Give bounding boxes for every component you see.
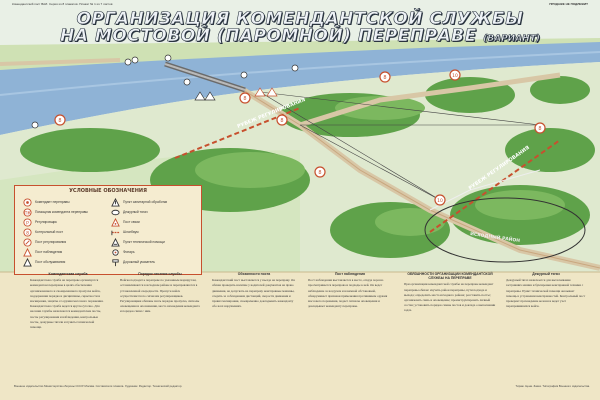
title-line-2-text: НА МОСТОВОЙ (ПАРОМНОЙ) ПЕРЕПРАВЕ [60, 26, 477, 47]
legend-item-label: Фонарь [123, 250, 135, 254]
column-heading: Комендантская служба [48, 272, 88, 276]
column-text: При организации комендантской службы на … [404, 282, 496, 313]
column-heading: Порядок несения службы [138, 272, 182, 276]
observation-post-icon [23, 248, 32, 257]
svg-text:Р: Р [26, 220, 29, 226]
column-text: Комендантская служба на переправе органи… [30, 278, 104, 330]
header-right-note: ПРОДАЖЕ НЕ ПОДЛЕЖИТ [549, 2, 588, 6]
legend-item-label: Пункт санитарной обработки [123, 200, 168, 204]
waiting-area [424, 197, 586, 263]
map-markers: 8 8 8 10 8 8 10 8 [54, 69, 546, 206]
svg-text:8: 8 [26, 230, 29, 236]
legend-item-label: Пост наблюдения [35, 250, 63, 254]
column-heading: Дежурный тягач [532, 272, 560, 276]
svg-text:8: 8 [243, 96, 246, 102]
legend-item-label: Контрольный пост [35, 230, 64, 234]
assistant-commandant-icon: ПК [23, 208, 32, 217]
svg-text:10: 10 [452, 73, 458, 79]
regulation-post-icon [23, 238, 32, 247]
footer-left: Военное издательство Министерства оборон… [14, 384, 183, 388]
service-post-icon [23, 258, 32, 267]
legend-item-label: Дежурный тягач [123, 210, 148, 214]
marker-f: 8 [314, 166, 326, 178]
technical-aid-icon [111, 238, 120, 247]
legend: УСЛОВНЫЕ ОБОЗНАЧЕНИЯ Комендант переправы… [14, 185, 202, 275]
legend-item-label: Дорожный указатель [123, 260, 155, 264]
marker-d: 10 [449, 69, 461, 81]
barrier-icon [111, 230, 120, 236]
svg-text:8: 8 [280, 118, 283, 124]
column-text: Дежурный тягач назначается для вытаскива… [506, 278, 586, 309]
lantern-icon [112, 249, 119, 256]
text-column-4: Пост наблюдения Пост наблюдения выставля… [308, 272, 392, 384]
commandant-icon [23, 198, 32, 207]
legend-item-label: Пост обслуживания [35, 260, 66, 264]
decontamination-point-icon [111, 198, 120, 207]
column-heading: Пост наблюдения [334, 272, 366, 276]
bridge-symbols [194, 71, 278, 101]
svg-text:8: 8 [58, 118, 61, 124]
column-text: Комендантский пост выставляется у въезда… [212, 278, 295, 309]
text-column-6: Дежурный тягач Дежурный тягач назначаетс… [506, 272, 586, 384]
marker-g: 10 [434, 194, 446, 206]
far-bank-symbols [31, 54, 299, 129]
text-column-2: Порядок несения службы Войска подходят к… [120, 272, 200, 384]
regulation-line-right [429, 139, 561, 233]
legend-item-label: Пост связи [123, 220, 140, 224]
communication-post-icon [111, 218, 120, 227]
title-line-2: НА МОСТОВОЙ (ПАРОМНОЙ) ПЕРЕПРАВЕ (ВАРИАН… [0, 26, 600, 47]
title-variant: (ВАРИАНТ) [483, 34, 540, 45]
svg-text:8: 8 [538, 126, 541, 132]
svg-text:10: 10 [437, 198, 443, 204]
legend-item-label: Пост регулирования [35, 240, 67, 244]
text-column-5: ОБЯЗАННОСТИ ОРГАНИЗАЦИИ КОМЕНДАНТСКОЙ СЛ… [404, 272, 496, 384]
tractor-icon [111, 209, 120, 216]
marker-b: 8 [239, 92, 251, 104]
text-column-3: Обязанности поста Комендантский пост выс… [212, 272, 296, 384]
column-text: Пост наблюдения выставляется в месте, от… [308, 278, 388, 309]
column-heading: ОБЯЗАННОСТИ ОРГАНИЗАЦИИ КОМЕНДАНТСКОЙ СЛ… [407, 272, 493, 281]
traffic-controller-icon: Р [23, 218, 32, 227]
svg-text:ПК: ПК [24, 210, 31, 216]
legend-item-label: Регулировщик [35, 220, 57, 224]
column-heading: Обязанности поста [237, 272, 271, 276]
marker-h: 8 [534, 122, 546, 134]
marker-c: 8 [379, 71, 391, 83]
footer-right: Тираж. Цена. Заказ. Типография Военного … [515, 384, 590, 388]
legend-title: УСЛОВНЫЕ ОБОЗНАЧЕНИЯ [69, 188, 147, 194]
header-left-note: Комендантский пост ВАИ. Серия из 8 плака… [12, 2, 113, 6]
column-text: Войска подходят к переправе по указанным… [120, 278, 200, 314]
marker-a: 8 [54, 114, 66, 126]
river [0, 42, 600, 135]
road-sign-icon [112, 259, 119, 267]
legend-item-label: Шлагбаум [123, 230, 139, 234]
svg-text:8: 8 [383, 75, 386, 81]
marker-e: 8 [276, 114, 288, 126]
legend-item-label: Комендант переправы [35, 200, 70, 204]
text-column-1: Комендантская служба Комендантская служб… [30, 272, 106, 384]
svg-text:8: 8 [318, 170, 321, 176]
legend-item-label: Пункт технической помощи [123, 240, 165, 244]
title-line-1: ОРГАНИЗАЦИЯ КОМЕНДАНТСКОЙ СЛУЖБЫ [76, 9, 524, 30]
legend-item-label: Помощник коменданта переправы [35, 210, 88, 214]
checkpoint-icon: 8 [23, 228, 32, 237]
